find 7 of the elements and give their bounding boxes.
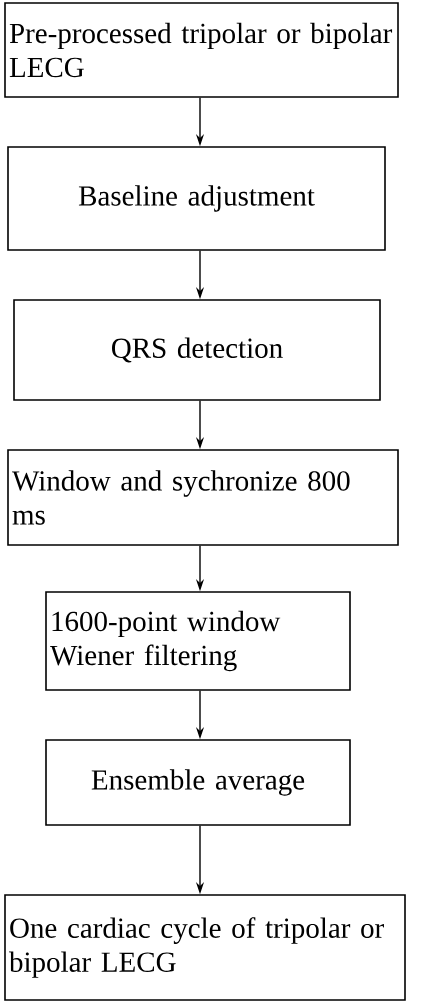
process-box: Ensemble average	[45, 739, 351, 826]
process-box: Window and sychronize 800 ms	[7, 449, 399, 546]
process-box: QRS detection	[13, 299, 381, 401]
process-box: Baseline adjustment	[7, 146, 386, 251]
process-box: 1600-point window Wiener filtering	[45, 591, 351, 691]
process-box: Pre-processed tripolar or bipolar LECG	[4, 2, 399, 98]
process-box: One cardiac cycle of tripolar or bipolar LECG	[4, 894, 406, 1001]
